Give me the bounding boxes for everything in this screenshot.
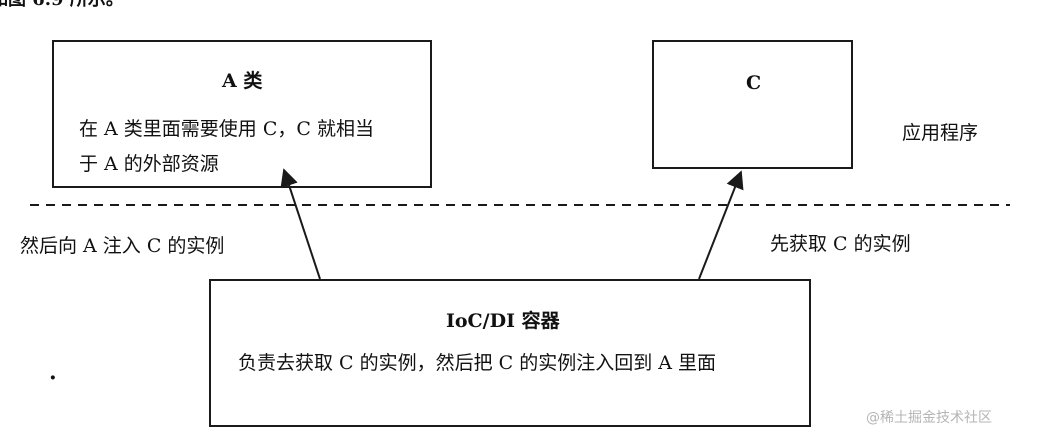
class-a-description-line2: 于 A 的外部资源 — [79, 153, 219, 175]
bullet-mark: · — [49, 365, 57, 391]
ioc-container-title: IoC/DI 容器 — [446, 310, 560, 332]
class-c-box: C — [652, 40, 853, 169]
fetch-arrow-label: 先获取 C 的实例 — [770, 233, 911, 255]
inject-arrow-label: 然后向 A 注入 C 的实例 — [20, 235, 225, 257]
fetch-arrow — [698, 170, 744, 280]
class-a-description-line1: 在 A 类里面需要使用 C，C 就相当 — [79, 118, 374, 140]
class-a-box: A 类 在 A 类里面需要使用 C，C 就相当 于 A 的外部资源 — [52, 40, 432, 188]
inject-arrow — [280, 168, 321, 280]
ioc-container-box: IoC/DI 容器 负责去获取 C 的实例，然后把 C 的实例注入回到 A 里面 — [209, 279, 811, 427]
class-c-title: C — [746, 72, 762, 94]
site-watermark: @稀土掘金技术社区 — [866, 410, 992, 426]
class-a-title: A 类 — [222, 70, 263, 92]
application-layer-label: 应用程序 — [902, 122, 979, 144]
ioc-container-description: 负责去获取 C 的实例，然后把 C 的实例注入回到 A 里面 — [238, 352, 717, 374]
header-fragment: 如图 6.9 所示。 — [0, 0, 124, 9]
